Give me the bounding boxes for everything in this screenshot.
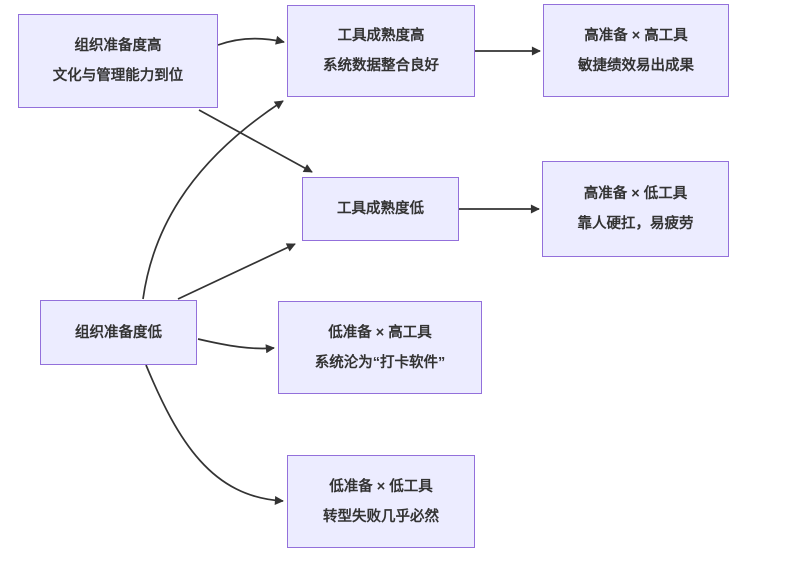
edge-org-low-to-low-high bbox=[197, 338, 275, 354]
node-tool-maturity-low: 工具成熟度低 bbox=[302, 177, 459, 241]
node-line: 组织准备度高 bbox=[74, 38, 162, 54]
node-low-readiness-low-tool: 低准备 × 低工具 转型失败几乎必然 bbox=[287, 455, 475, 548]
edge-org-low-to-tool-high bbox=[142, 100, 284, 300]
node-line: 低准备 × 高工具 bbox=[328, 324, 432, 341]
node-line: 高准备 × 高工具 bbox=[584, 27, 688, 44]
edge-org-high-to-tool-high bbox=[217, 35, 285, 46]
node-line: 转型失败几乎必然 bbox=[323, 508, 439, 525]
node-low-readiness-high-tool: 低准备 × 高工具 系统沦为“打卡软件” bbox=[278, 301, 482, 394]
node-line: 系统沦为“打卡软件” bbox=[314, 354, 446, 371]
node-line: 组织准备度低 bbox=[75, 324, 162, 341]
node-line: 敏捷绩效易出成果 bbox=[578, 57, 694, 74]
edge-org-low-to-tool-low bbox=[177, 243, 296, 300]
node-line: 高准备 × 低工具 bbox=[583, 186, 688, 202]
node-high-readiness-high-tool: 高准备 × 高工具 敏捷绩效易出成果 bbox=[543, 4, 729, 97]
edge-org-high-to-tool-low bbox=[198, 109, 313, 173]
node-line: 文化与管理能力到位 bbox=[52, 68, 184, 84]
node-line: 工具成熟度高 bbox=[337, 28, 425, 44]
node-high-readiness-low-tool: 高准备 × 低工具 靠人硬扛，易疲劳 bbox=[542, 161, 729, 257]
node-line: 低准备 × 低工具 bbox=[329, 478, 433, 495]
node-org-readiness-high: 组织准备度高 文化与管理能力到位 bbox=[18, 14, 218, 108]
node-line: 靠人硬扛，易疲劳 bbox=[577, 216, 694, 232]
node-tool-maturity-high: 工具成熟度高 系统数据整合良好 bbox=[287, 5, 475, 97]
edge-org-low-to-low-low bbox=[145, 364, 284, 506]
node-org-readiness-low: 组织准备度低 bbox=[40, 300, 197, 365]
node-line: 系统数据整合良好 bbox=[323, 58, 439, 74]
node-line: 工具成熟度低 bbox=[337, 201, 424, 217]
